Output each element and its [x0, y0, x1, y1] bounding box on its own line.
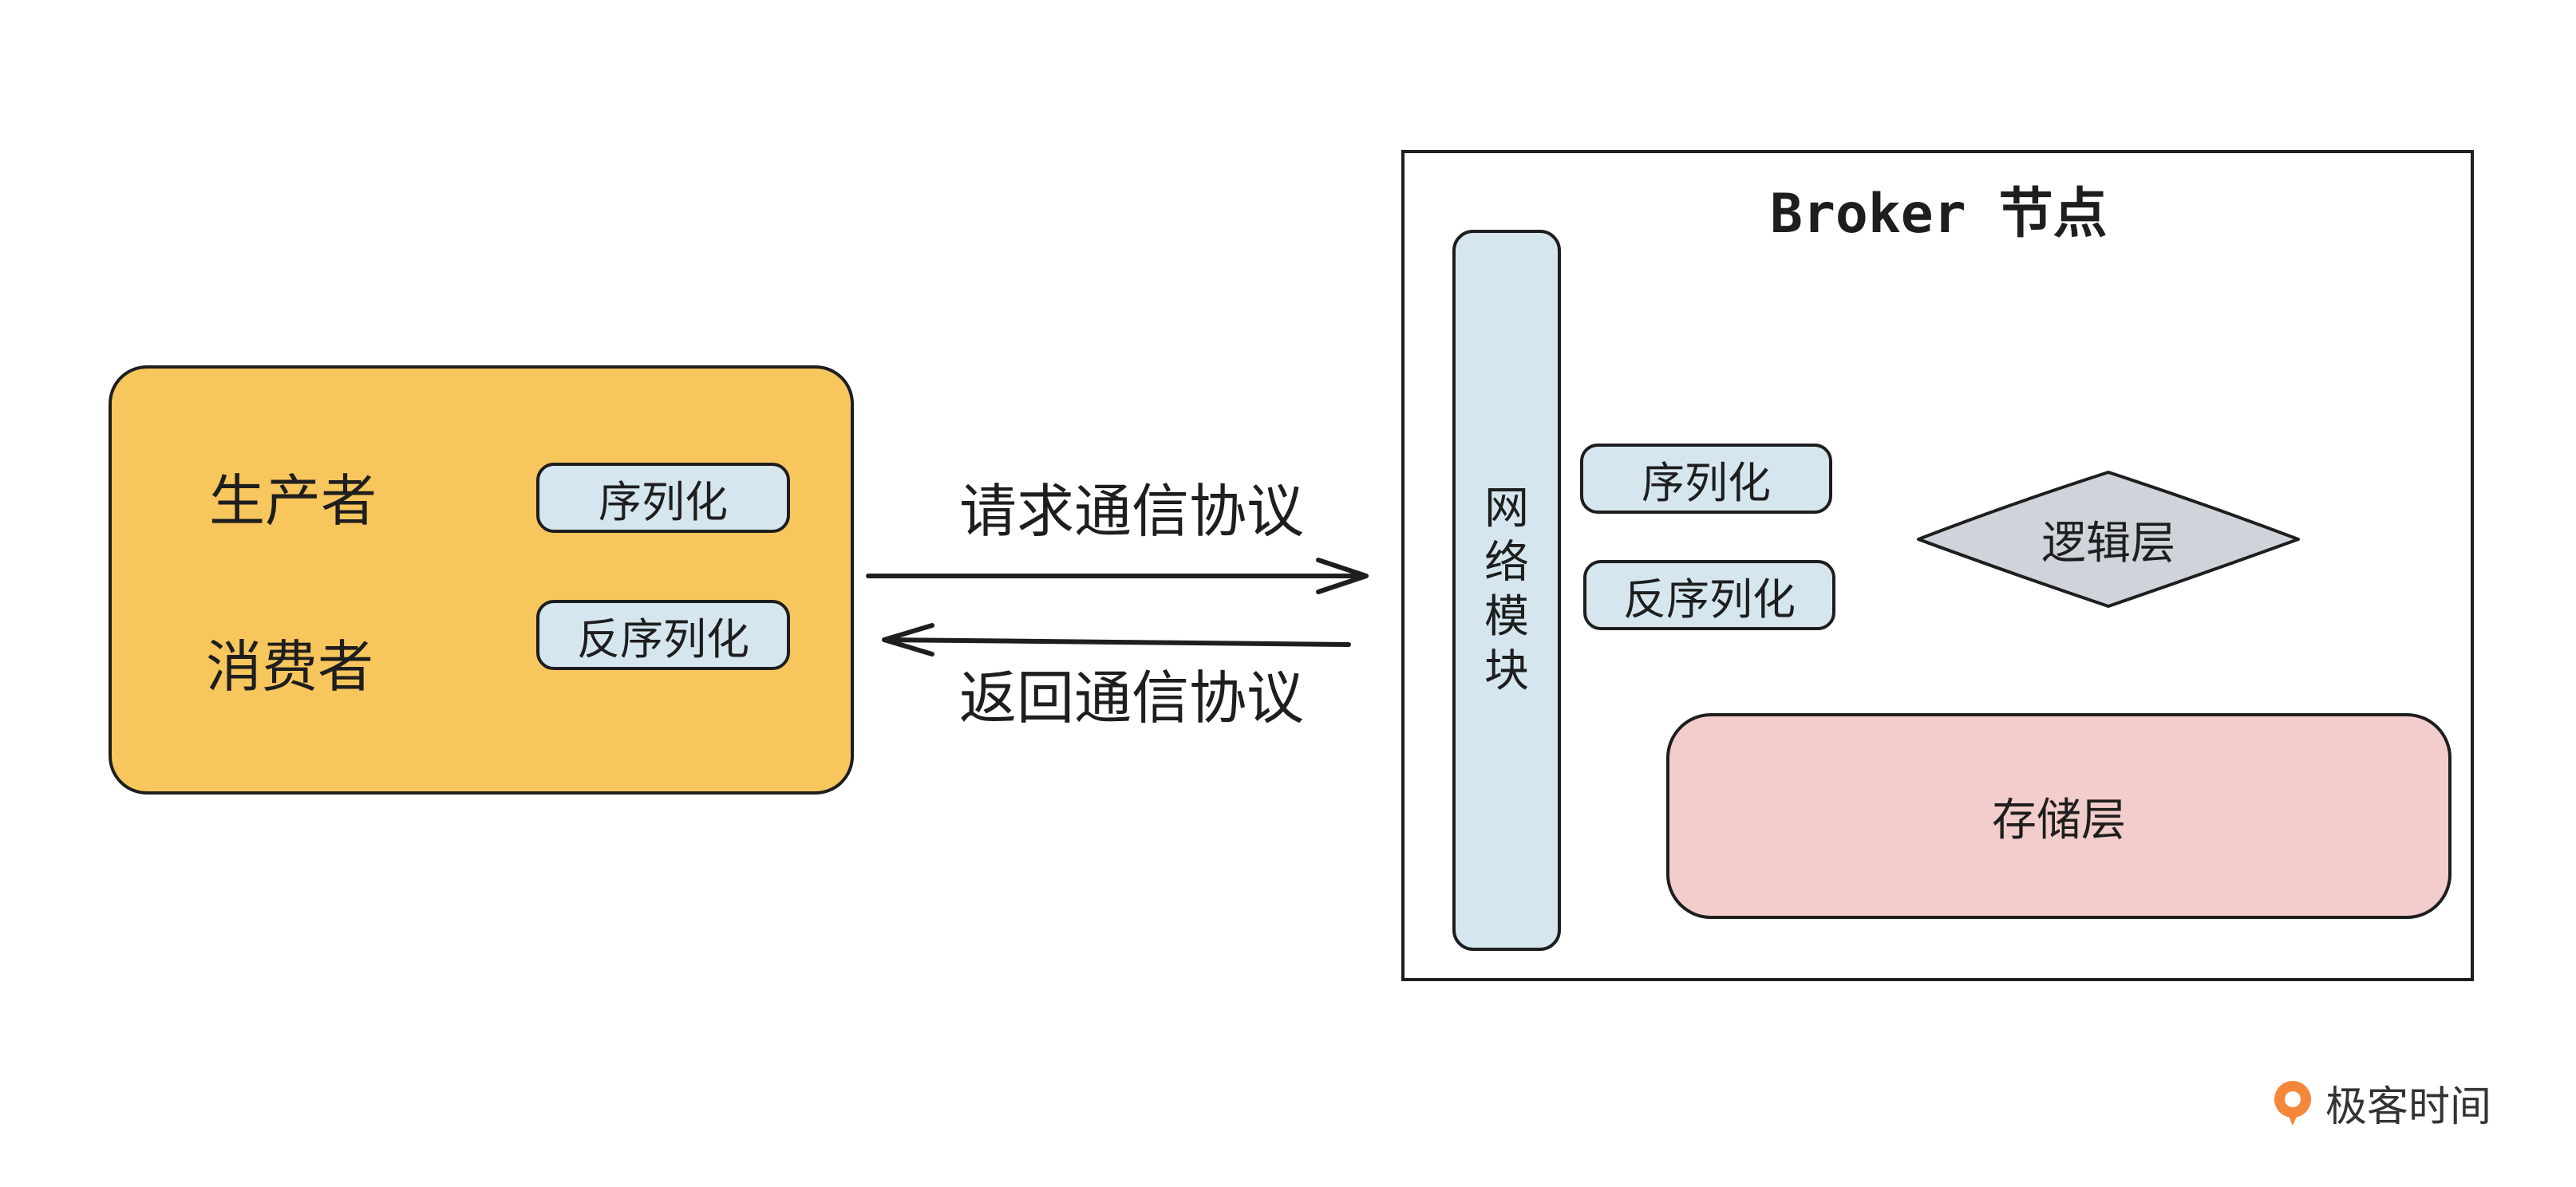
response-arrow-line	[885, 637, 1351, 647]
geektime-logo: 极客时间	[2268, 1069, 2491, 1136]
network-module-char: 模	[1484, 591, 1529, 643]
client-deserialize-module: 反序列化	[536, 600, 790, 670]
request-protocol-label: 请求通信协议	[959, 478, 1305, 545]
network-module-char: 络	[1484, 537, 1529, 589]
network-module: 网 络 模 块	[1452, 230, 1561, 951]
geektime-logo-text: 极客时间	[2325, 1082, 2492, 1131]
geektime-logo-icon	[2274, 1081, 2311, 1126]
logic-layer-diamond	[1917, 471, 2300, 608]
consumer-label: 消费者	[206, 634, 373, 700]
storage-layer: 存储层	[1666, 713, 2452, 919]
network-module-char: 块	[1484, 645, 1529, 697]
broker-serialize-module: 序列化	[1580, 444, 1832, 514]
response-protocol-label: 返回通信协议	[959, 664, 1305, 732]
client-box	[109, 365, 854, 795]
producer-label: 生产者	[209, 468, 377, 534]
client-serialize-module: 序列化	[536, 463, 790, 533]
logic-layer: 逻辑层	[1914, 469, 2303, 609]
response-arrow-head	[882, 623, 934, 657]
logic-layer-label: 逻辑层	[2041, 517, 2175, 570]
broker-title: Broker 节点	[1770, 183, 2108, 246]
network-module-char: 网	[1484, 483, 1529, 534]
broker-deserialize-module: 反序列化	[1583, 560, 1835, 630]
request-arrow-head	[1316, 558, 1369, 594]
